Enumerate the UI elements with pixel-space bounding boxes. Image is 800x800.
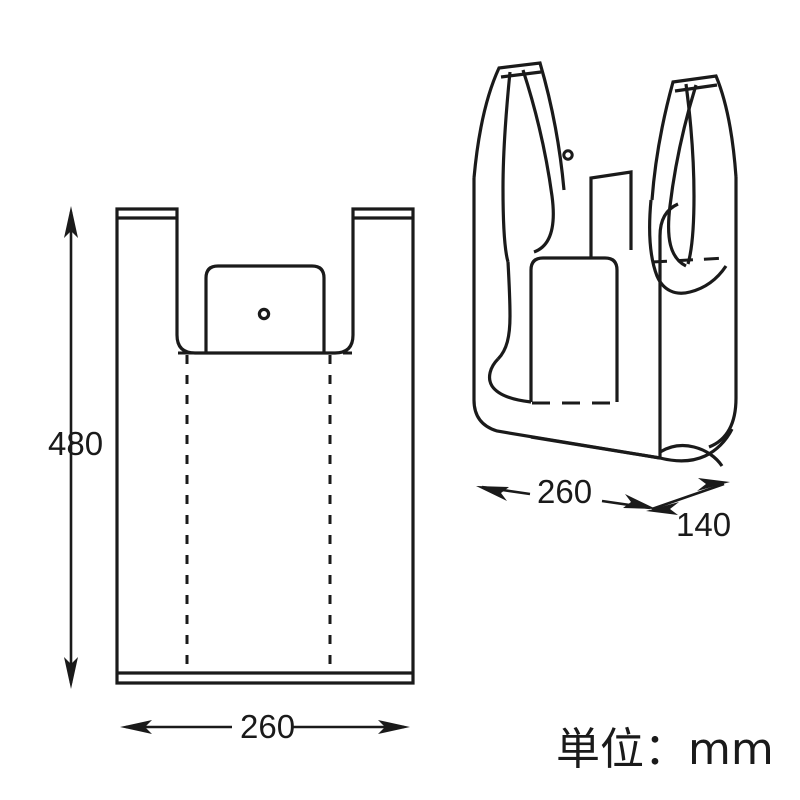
persp-flap-hole xyxy=(562,149,574,161)
persp-front-panel xyxy=(472,178,661,460)
dim-width-front-arrow-left xyxy=(120,720,152,734)
persp-handle-right-outer xyxy=(650,74,738,201)
persp-closure-flap xyxy=(529,256,619,402)
dim-height-arrow-top xyxy=(64,206,78,238)
dimension-label-height: 480 xyxy=(48,425,104,462)
persp-handle-left-back xyxy=(501,71,512,263)
persp-base-right-edge xyxy=(659,428,734,463)
persp-handle-left-outer xyxy=(472,61,566,191)
dim-depth-persp-line xyxy=(651,482,725,511)
dimension-label-depth-perspective: 140 xyxy=(676,506,732,543)
perspective-view-group xyxy=(472,61,738,467)
persp-handle-left-inner-loop xyxy=(521,69,555,254)
persp-right-outer-edge xyxy=(708,177,738,449)
persp-inner-back-panel xyxy=(589,170,633,258)
dim-depth-persp-arrow-upper xyxy=(697,478,730,491)
dimension-label-width-perspective: 260 xyxy=(537,473,593,510)
persp-handle-right-base xyxy=(648,199,728,295)
dim-width-front-arrow-right xyxy=(378,720,410,734)
persp-base-gusset-detail xyxy=(659,444,724,467)
front-flap-hole xyxy=(257,307,271,321)
front-view-group xyxy=(115,207,415,685)
persp-handle-left-hem xyxy=(500,70,542,79)
persp-handle-left-lower xyxy=(496,261,512,361)
persp-side-panel xyxy=(658,202,679,458)
front-closure-flap xyxy=(204,264,326,353)
persp-handle-right-hidden-fold xyxy=(651,256,727,264)
front-bag-outline xyxy=(115,207,415,685)
dim-width-persp-arrow-left xyxy=(476,486,509,501)
dim-depth-persp-arrow-lower xyxy=(646,502,679,515)
dim-width-persp-arrow-right xyxy=(623,494,656,509)
persp-handle-right-front xyxy=(684,83,696,265)
unit-note-label: 単位：mm xyxy=(556,724,774,775)
persp-base-front-edge xyxy=(530,435,661,460)
dimension-lines-group xyxy=(64,206,730,734)
dim-height-arrow-bottom xyxy=(64,657,78,689)
dimension-label-width-front: 260 xyxy=(240,708,296,745)
persp-handle-right-inner-loop xyxy=(666,84,698,268)
persp-handle-left-base xyxy=(487,357,532,404)
